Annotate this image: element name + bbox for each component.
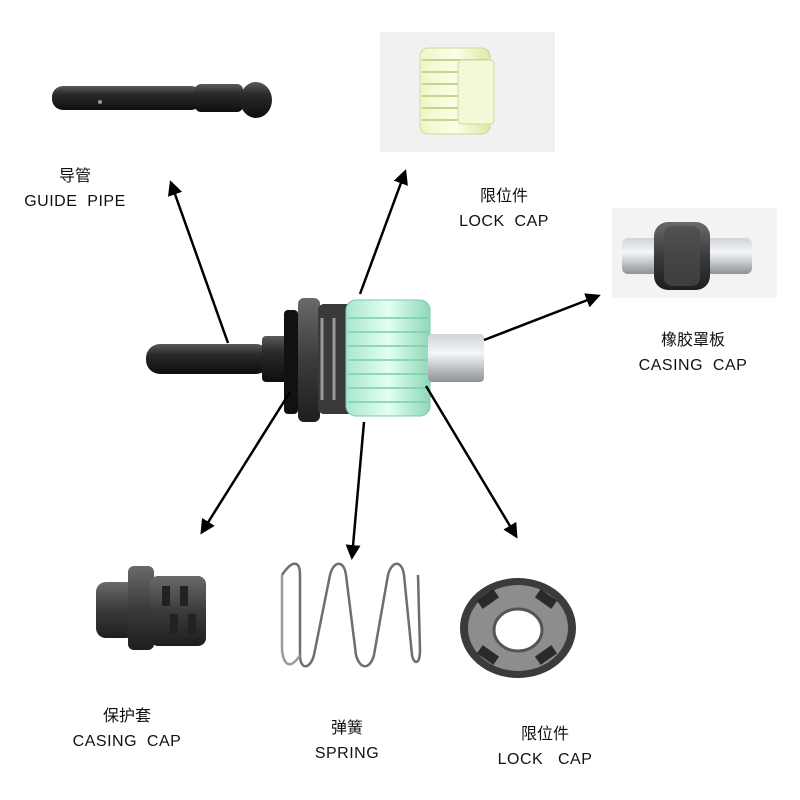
label-casing-cap-bottom: 保护套 CASING CAP (52, 706, 202, 752)
arrow-to-spring (345, 421, 366, 560)
casing-cap-bottom-image (96, 566, 206, 650)
label-en: GUIDE PIPE (24, 193, 126, 210)
label-guide-pipe: 导管 GUIDE PIPE (10, 166, 140, 212)
label-zh: 限位件 (479, 186, 528, 205)
arrow-to-guide-pipe (167, 180, 230, 344)
guide-pipe-image (52, 82, 272, 118)
lock-cap-top-image (419, 47, 495, 135)
label-zh: 保护套 (102, 706, 151, 725)
spring-image (280, 562, 422, 668)
label-spring: 弹簧 SPRING (292, 718, 402, 764)
arrows (167, 169, 601, 560)
label-en: SPRING (314, 745, 380, 762)
label-lock-cap-bottom: 限位件 LOCK CAP (470, 724, 620, 770)
lock-cap-bottom-image (460, 578, 576, 678)
label-zh: 弹簧 (330, 718, 363, 737)
arrow-to-lock-cap-top (358, 169, 408, 295)
label-en: LOCK CAP (497, 751, 593, 768)
arrow-to-casing-cap-right (483, 293, 601, 342)
arrow-to-casing-cap-bottom (200, 391, 292, 535)
label-zh: 限位件 (520, 724, 569, 743)
label-casing-cap-right: 橡胶罩板 CASING CAP (618, 330, 768, 376)
label-en: LOCK CAP (459, 213, 549, 230)
assembly-image (146, 298, 484, 422)
label-zh: 导管 (58, 166, 91, 185)
casing-cap-right-image (622, 222, 752, 290)
label-en: CASING CAP (72, 733, 182, 750)
arrow-to-lock-cap-bottom (424, 385, 518, 539)
label-zh: 橡胶罩板 (660, 330, 725, 349)
label-en: CASING CAP (638, 357, 748, 374)
label-lock-cap-top: 限位件 LOCK CAP (434, 186, 574, 232)
